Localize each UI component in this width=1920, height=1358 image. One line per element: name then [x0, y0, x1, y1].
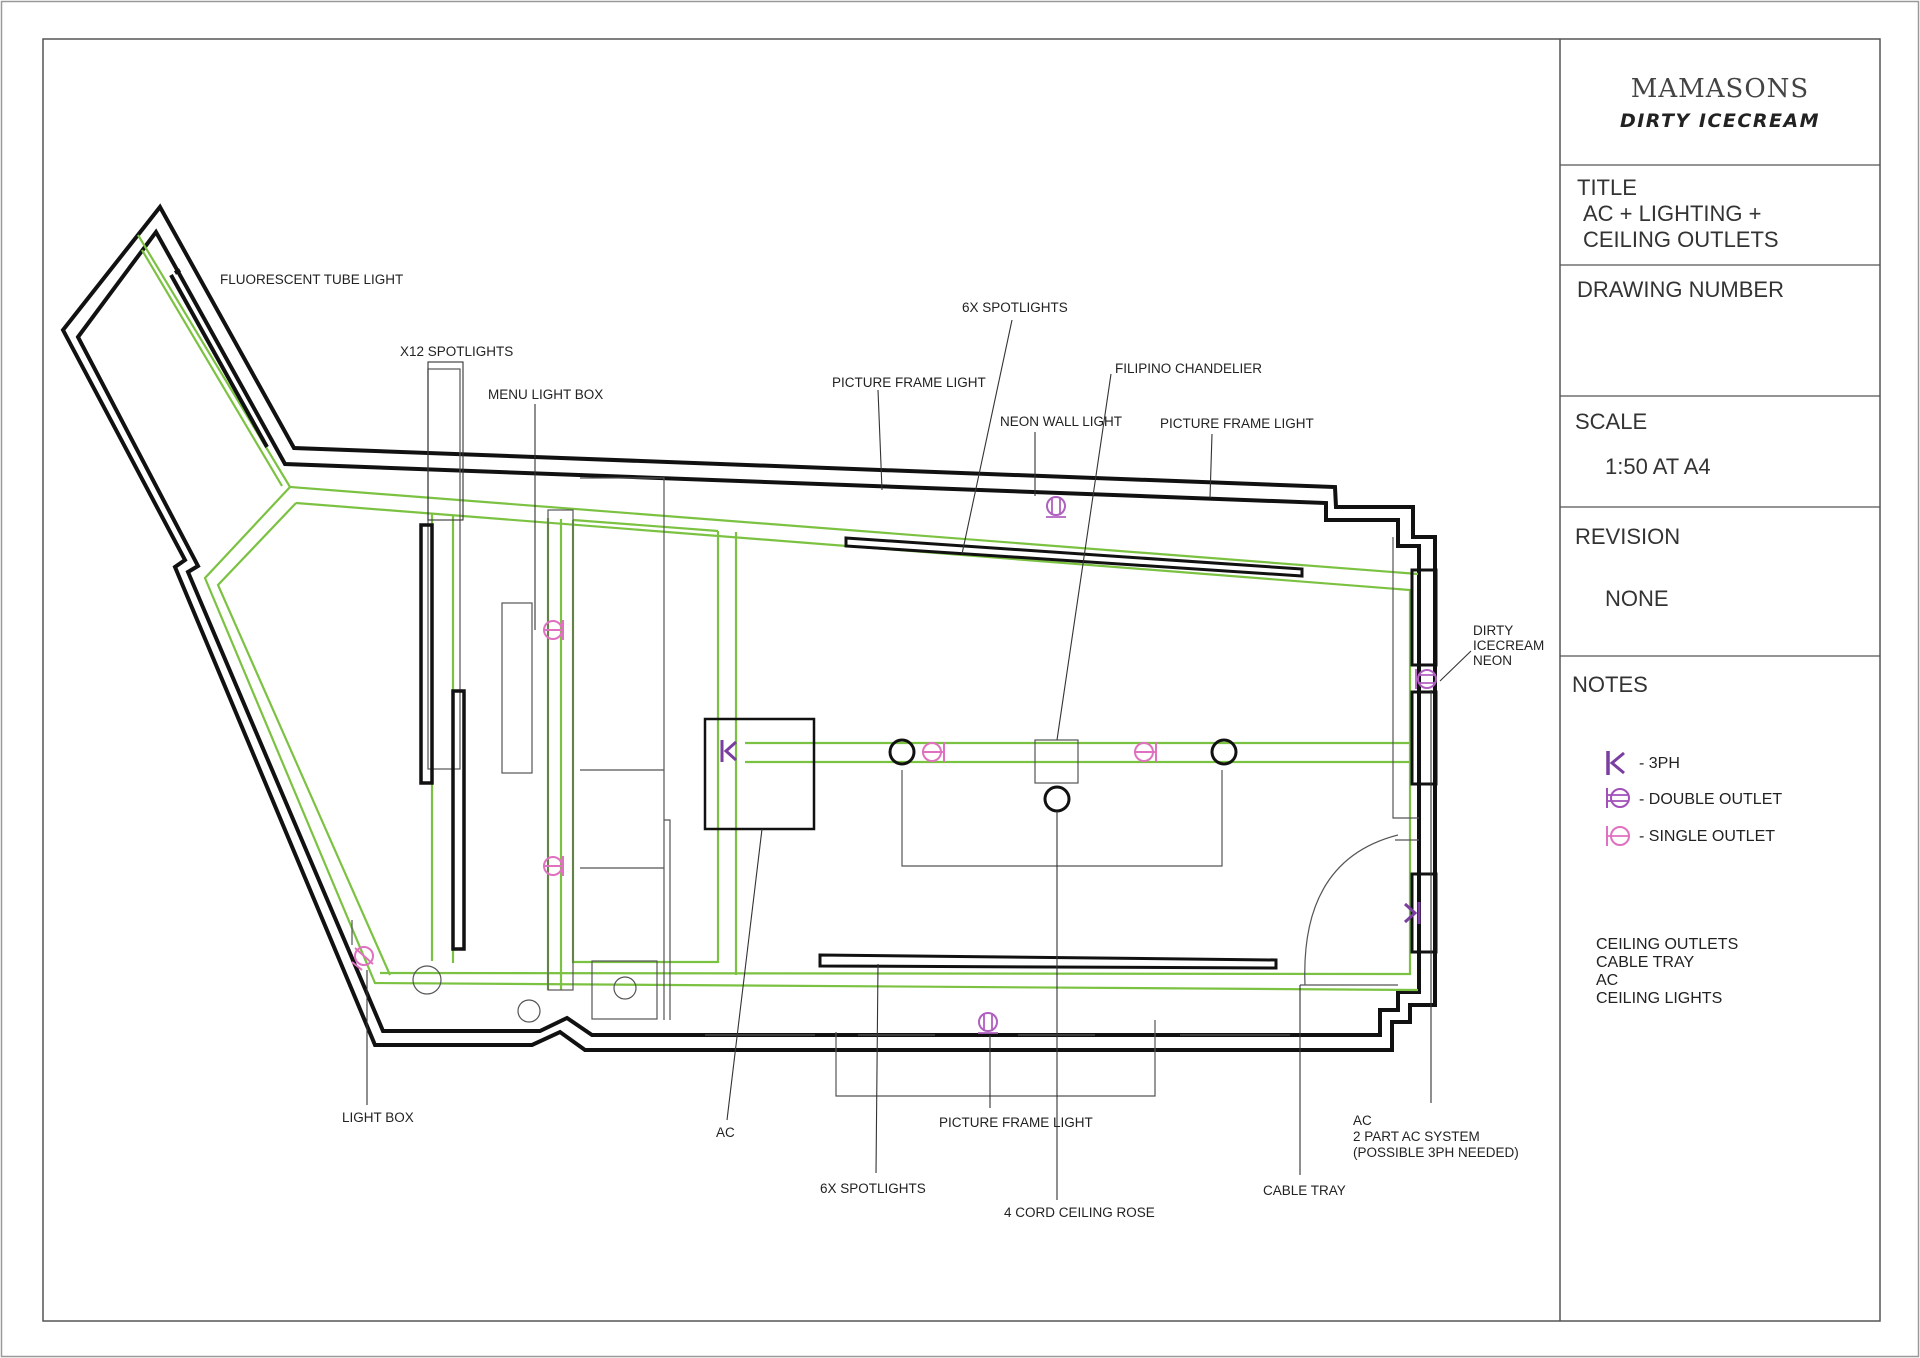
single-outlet-icon [922, 742, 945, 762]
notes-item-ceiling-outlets: CEILING OUTLETS [1596, 936, 1738, 953]
notes-item-ac: AC [1596, 972, 1618, 989]
dirty-icecream-neon [1410, 568, 1438, 667]
single-outlet-icon [543, 856, 564, 876]
label-ac-system-1: AC [1353, 1113, 1372, 1128]
label-cable-tray: CABLE TRAY [1263, 1183, 1346, 1198]
label-menu-light-box: MENU LIGHT BOX [488, 387, 603, 402]
label-fluorescent-tube-light: FLUORESCENT TUBE LIGHT [220, 272, 403, 287]
double-outlet-icon [978, 1012, 998, 1034]
legend-double-outlet-label: - DOUBLE OUTLET [1639, 791, 1782, 808]
interior-outlines [351, 368, 1419, 1097]
ceiling-roses [412, 738, 1238, 1023]
label-6x-spotlights-top: 6X SPOTLIGHTS [962, 300, 1068, 315]
notes-item-ceiling-lights: CEILING LIGHTS [1596, 990, 1722, 1007]
label-x12-spotlights: X12 SPOTLIGHTS [400, 344, 513, 359]
label-4-cord-ceiling-rose: 4 CORD CEILING ROSE [1004, 1205, 1155, 1220]
label-filipino-chandelier: FILIPINO CHANDELIER [1115, 361, 1262, 376]
three-phase-icon [1606, 751, 1625, 775]
drawing-frame [42, 38, 1881, 1322]
label-light-box: LIGHT BOX [342, 1110, 414, 1125]
fluorescent-tube-light [169, 274, 269, 448]
notes-item-cable-tray: CABLE TRAY [1596, 954, 1694, 971]
three-phase-icon [720, 740, 738, 762]
label-dirty-neon-3: NEON [1473, 653, 1512, 668]
label-ac-system-3: (POSSIBLE 3PH NEEDED) [1353, 1145, 1519, 1160]
picture-frame-light-bottom [818, 953, 1278, 970]
double-outlet-icon [1046, 496, 1066, 518]
single-outlet-icon [1606, 826, 1630, 846]
picture-frame-light-top [844, 536, 1304, 578]
single-outlet-icon [351, 946, 374, 971]
double-outlet-icon [1606, 788, 1630, 808]
drawing-number-heading: DRAWING NUMBER [1577, 277, 1784, 302]
single-outlet-icon [543, 620, 564, 640]
plan-labels: FLUORESCENT TUBE LIGHT X12 SPOTLIGHTS ME… [220, 272, 1544, 1220]
notes-heading: NOTES [1572, 672, 1648, 697]
label-picture-frame-light-top-left: PICTURE FRAME LIGHT [832, 375, 986, 390]
floor-plan: FLUORESCENT TUBE LIGHT X12 SPOTLIGHTS ME… [60, 203, 1544, 1220]
revision-value: NONE [1605, 586, 1669, 611]
label-dirty-neon-1: DIRTY [1473, 623, 1513, 638]
single-outlet-icon [1134, 742, 1157, 762]
label-picture-frame-light-bottom: PICTURE FRAME LIGHT [939, 1115, 1093, 1130]
three-phase-icon [1403, 902, 1421, 924]
spotlight-bar-2 [451, 689, 466, 951]
brand-subname: DIRTY ICECREAM [1620, 110, 1820, 132]
title-block: MAMASONS DIRTY ICECREAM TITLE AC + LIGHT… [1559, 39, 1880, 1321]
legend-three-phase-label: - 3PH [1639, 755, 1680, 772]
inner-wall [75, 228, 1421, 1037]
label-ac-system-2: 2 PART AC SYSTEM [1353, 1129, 1480, 1144]
outlets [351, 496, 1437, 1034]
ac-unit [703, 717, 816, 831]
label-neon-wall-light: NEON WALL LIGHT [1000, 414, 1122, 429]
title-line-2: CEILING OUTLETS [1583, 227, 1779, 252]
revision-heading: REVISION [1575, 524, 1680, 549]
spotlight-bar-1 [419, 523, 434, 785]
label-dirty-neon-2: ICECREAM [1473, 638, 1544, 653]
legend-single-outlet-label: - SINGLE OUTLET [1639, 828, 1775, 845]
cable-tray [137, 234, 1419, 992]
label-6x-spotlights-bottom: 6X SPOTLIGHTS [820, 1181, 926, 1196]
brand-name: MAMASONS [1631, 74, 1810, 104]
scale-value: 1:50 AT A4 [1605, 454, 1711, 479]
title-line-1: AC + LIGHTING + [1583, 201, 1762, 226]
label-ac: AC [716, 1125, 735, 1140]
double-outlet-icon [1415, 669, 1437, 689]
scale-heading: SCALE [1575, 409, 1647, 434]
label-picture-frame-light-top-right: PICTURE FRAME LIGHT [1160, 416, 1314, 431]
leader-lines [366, 319, 1472, 1200]
title-heading: TITLE [1577, 175, 1637, 200]
outer-wall [60, 203, 1437, 1052]
light-fixtures [169, 268, 1438, 970]
